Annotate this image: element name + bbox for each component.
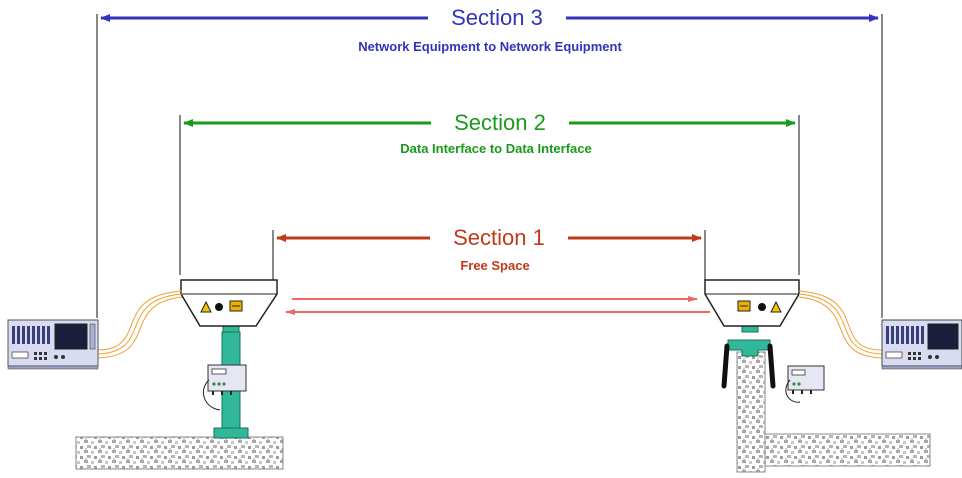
ground-left (75, 436, 284, 470)
warning-icon (770, 300, 782, 313)
left-data-interface (202, 364, 247, 411)
section1-title: Section 1 (430, 226, 568, 250)
left-cables (96, 290, 183, 359)
right-pedestal (721, 321, 776, 389)
right-data-interface (785, 365, 825, 403)
section2-title: Section 2 (431, 111, 569, 135)
boundary-lines (96, 14, 883, 318)
section3-subtitle: Network Equipment to Network Equipment (358, 39, 622, 54)
left-transceiver-head (180, 279, 278, 327)
ground-right-base (764, 433, 931, 467)
right-transceiver-head (704, 279, 800, 327)
warning-icon (200, 300, 212, 313)
ground-right-column (736, 351, 766, 473)
right-network-equipment-icon (881, 319, 962, 370)
section2-subtitle: Data Interface to Data Interface (400, 141, 592, 156)
right-cables (798, 290, 883, 359)
section3-title: Section 3 (428, 6, 566, 30)
section1-subtitle: Free Space (460, 258, 530, 273)
left-network-equipment-icon (7, 319, 99, 370)
